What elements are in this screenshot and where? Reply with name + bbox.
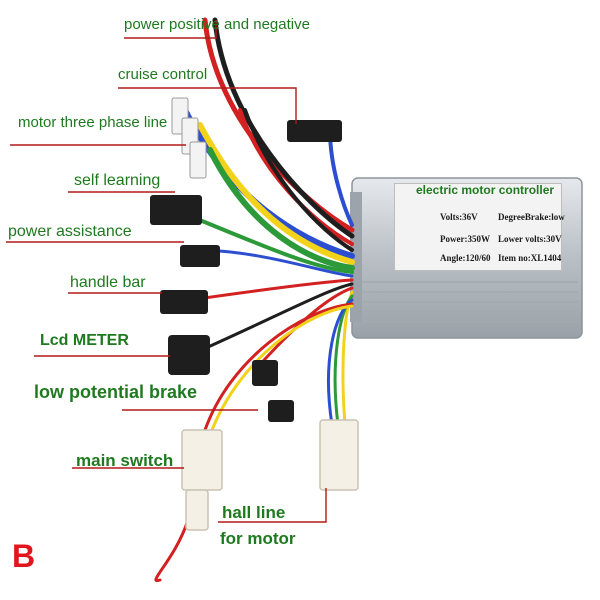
label-hall-line: hall line: [222, 503, 286, 522]
power-assist-connector: [180, 245, 220, 267]
label-low-potential-brake: low potential brake: [34, 382, 198, 402]
spec-lower-volts: Lower volts:30V: [498, 234, 562, 244]
label-cruise-control: cruise control: [118, 66, 208, 83]
label-power-assistance: power assistance: [8, 223, 132, 240]
label-handle-bar: handle bar: [70, 274, 146, 291]
wire-bundle: [154, 17, 355, 583]
label-lcd-meter: Lcd METER: [40, 332, 129, 349]
label-motor-phase: motor three phase line: [18, 114, 168, 131]
connectors: [150, 97, 359, 531]
label-main-switch: main switch: [76, 451, 174, 470]
label-self-learning: self learning: [74, 172, 161, 189]
handle-bar-connector: [160, 290, 208, 314]
spec-angle: Angle:120/60: [440, 253, 491, 263]
leader-cruise: [118, 87, 297, 124]
leader-lines: [6, 20, 327, 523]
figure-badge: B: [12, 538, 36, 574]
label-for-motor: for motor: [220, 529, 296, 548]
controller-spec-sheet: [394, 183, 562, 271]
spec-volts: Volts:36V: [440, 212, 478, 222]
brake-connector: [252, 360, 278, 386]
leader-power: [124, 20, 217, 39]
spec-degree-brake: DegreeBrake:low: [498, 212, 565, 222]
spec-power: Power:350W: [440, 234, 490, 244]
label-power: power positive and negative: [124, 16, 310, 33]
cruise-connector: [287, 120, 342, 142]
lcd-connector: [168, 335, 210, 375]
hall-connector: [319, 419, 359, 491]
leader-hall-line: [218, 488, 327, 523]
main-switch-connector: [181, 429, 223, 491]
controller-title: electric motor controller: [416, 183, 555, 197]
self-learning-connector: [150, 195, 202, 225]
spec-item-no: Item no:XL1404: [498, 253, 562, 263]
brake-connector-2: [268, 400, 294, 422]
